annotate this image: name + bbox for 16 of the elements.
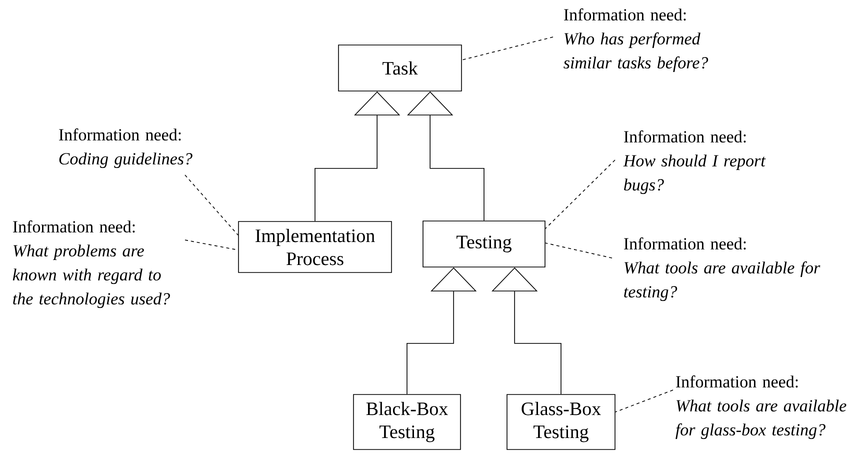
information-need-note: Information need: What tools are available for glass-box testing? [676,375,846,439]
leader-line [615,390,674,412]
information-need-note: Information need: Coding guidelines? [59,128,192,168]
information-need-note: Information need: What problems are known with regard to the technologies used? [12,220,170,308]
class-box: Task [338,44,462,92]
leader-line [462,36,554,60]
class-box: Glass-Box Testing [506,394,616,450]
leader-line [184,174,238,236]
class-box: Implementation Process [238,221,392,273]
leader-line [545,242,612,258]
class-box: Black-Box Testing [353,394,461,450]
leader-line [545,160,616,229]
information-need-note: Information need: What tools are available for testing? [624,237,820,301]
information-need-note: Information need: How should I report bugs? [623,130,766,194]
class-box: Testing [422,220,546,268]
information-need-note: Information need: Who has performed similar tasks before? [564,8,708,72]
